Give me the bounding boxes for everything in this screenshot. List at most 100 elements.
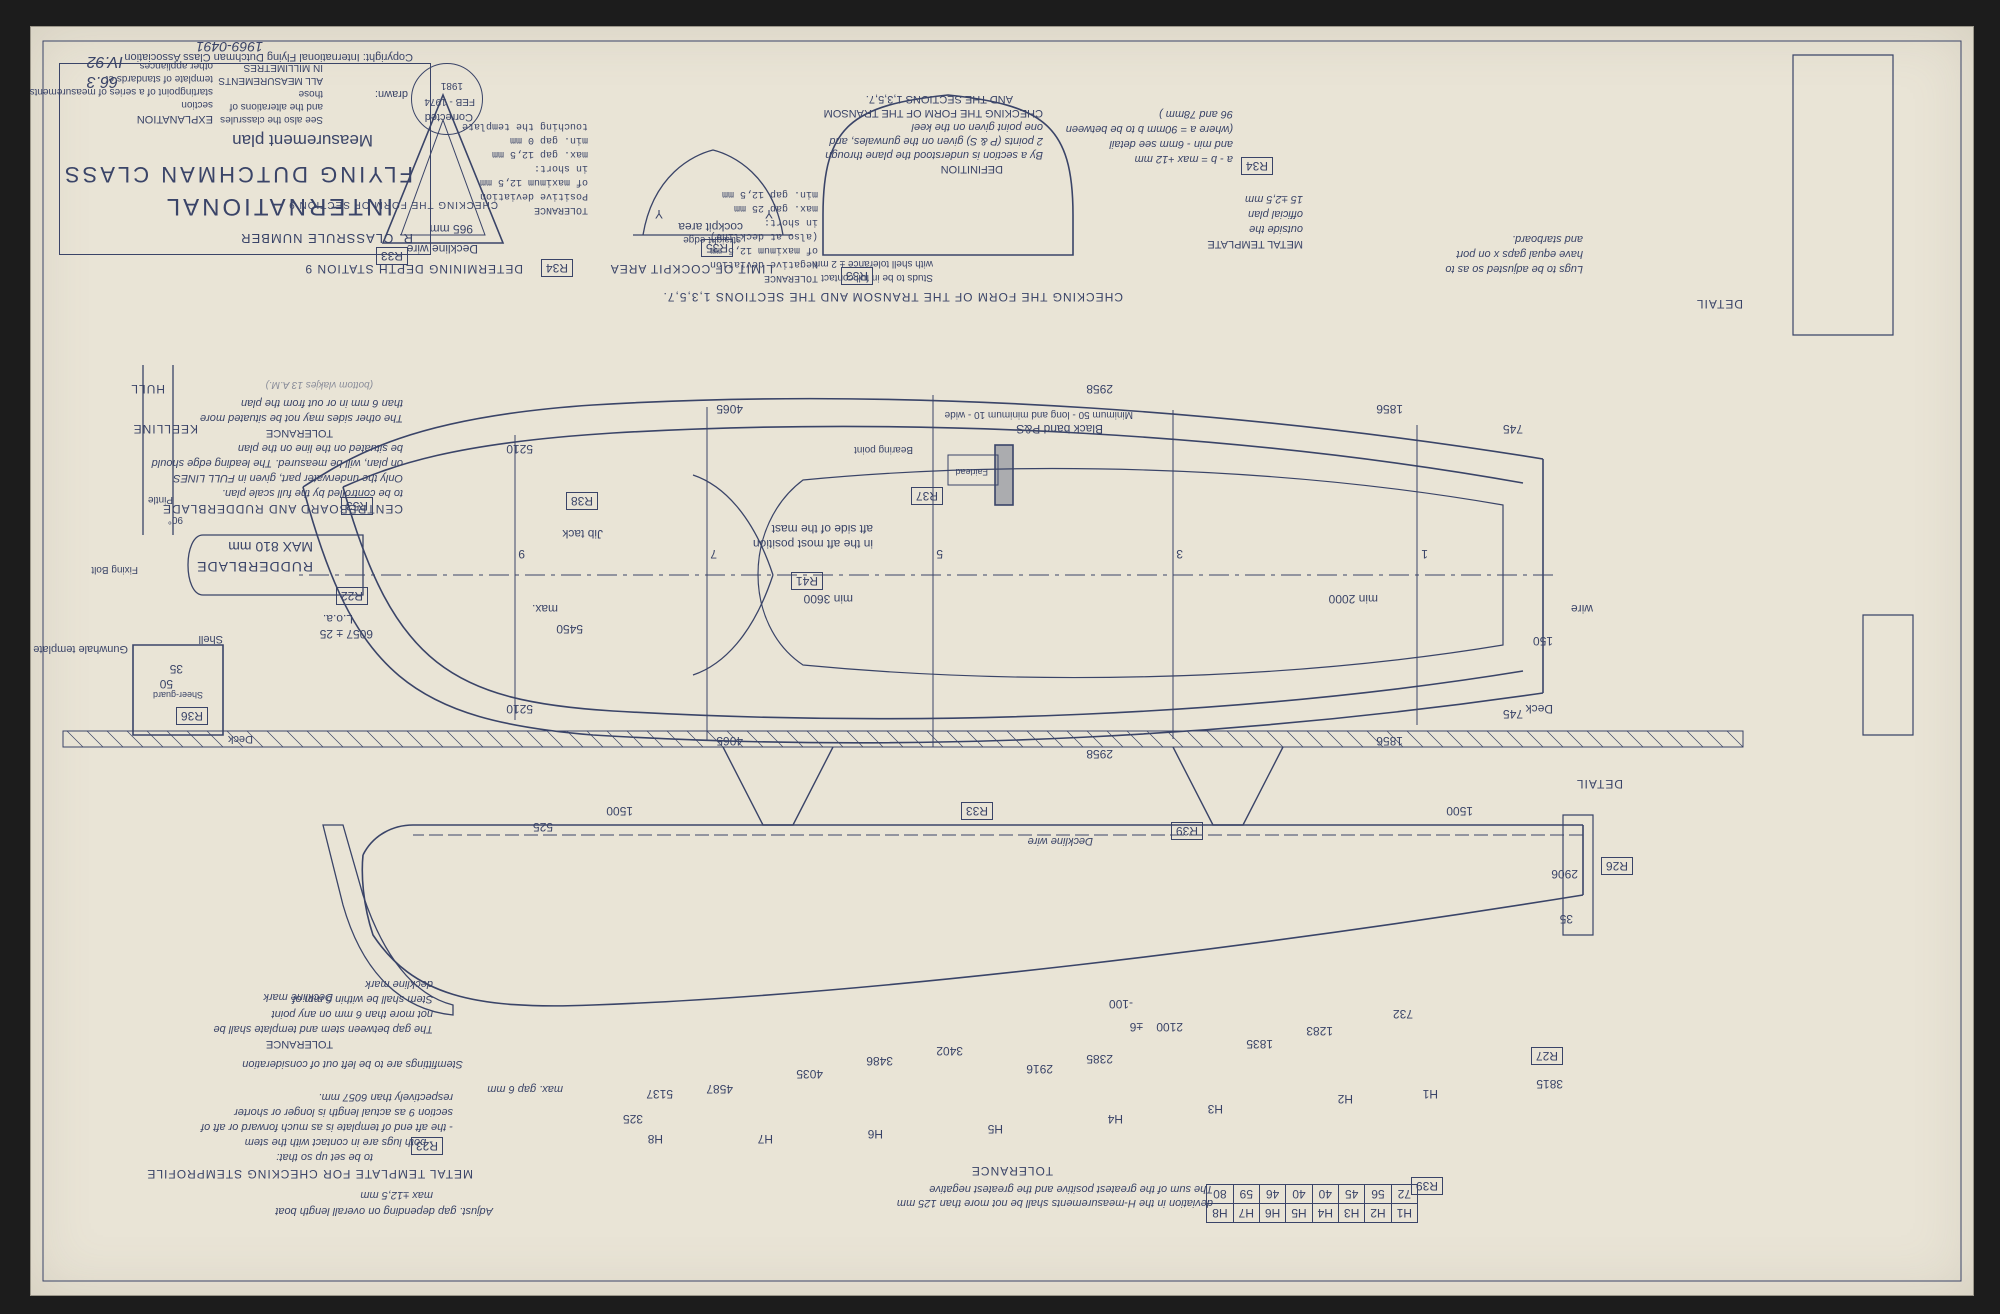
halfbreadth-745-upper: 745 bbox=[1502, 422, 1523, 436]
transom-def-5: AND THE SECTIONS 1,3,5,7. bbox=[865, 93, 1013, 105]
station-label-3: 3 bbox=[1176, 547, 1183, 561]
transom-studs-0: Studs to be in full contact bbox=[821, 272, 933, 283]
profile-m-1283: 1283 bbox=[1306, 1024, 1333, 1038]
centreboard-tol-0: The other sides may not be situated more bbox=[200, 412, 403, 424]
fairlead-label: Fairlead bbox=[955, 467, 988, 477]
deck-inner-lower bbox=[342, 486, 1524, 720]
halfbreadth-1856-lower: 1856 bbox=[1376, 734, 1403, 748]
explanation-item-3: template of standards et bbox=[105, 73, 213, 84]
ref-id-top: 1969-0491 bbox=[196, 39, 263, 55]
transom-def-1: By a section is understood the plane thr… bbox=[825, 149, 1043, 161]
profile-m-3815: 3815 bbox=[1536, 1077, 1563, 1091]
h-value: 59 bbox=[1233, 1184, 1260, 1204]
section9-tol-3: in short: bbox=[533, 162, 588, 173]
metal-template-1: outside the bbox=[1249, 223, 1303, 235]
metal-template-2: official plan bbox=[1247, 208, 1303, 220]
rudder-angle: 90° bbox=[167, 514, 183, 525]
transom-caption: CHECKING THE FORM OF THE TRANSOM AND THE… bbox=[662, 290, 1123, 304]
halfbreadth-5210-lower: 5210 bbox=[506, 702, 533, 716]
profile-m-3402: 3402 bbox=[936, 1044, 963, 1058]
jib-tack-label: Jib tack bbox=[562, 527, 603, 541]
h-header: H2 bbox=[1364, 1203, 1392, 1223]
centreboard-line-3: be situated on the line on the plan bbox=[237, 442, 403, 454]
centreboard-line-1: Only the underwater part, given in FULL … bbox=[173, 472, 403, 484]
profile-m-2916: 2916 bbox=[1026, 1062, 1053, 1076]
h-value: 56 bbox=[1364, 1184, 1392, 1204]
section9-tol-1: Positive deviation bbox=[479, 190, 588, 201]
explanation-note-1: See also the classrules bbox=[220, 114, 323, 125]
ref-id-a: IV.92 bbox=[86, 53, 123, 70]
bearing-point-label: Bearing point bbox=[854, 444, 913, 455]
centreboard-slot bbox=[692, 474, 774, 676]
centreboard-line-0: to be controlled by the full scale plan. bbox=[221, 487, 403, 499]
h-header: H8 bbox=[1206, 1203, 1234, 1223]
metal-template-0: METAL TEMPLATE bbox=[1207, 238, 1303, 250]
stamp-line2: FEB - 1974 bbox=[424, 96, 475, 107]
station-label-9: 9 bbox=[518, 547, 525, 561]
tolerance-text-0: The sum of the greatest positive and the… bbox=[929, 1183, 1213, 1195]
rudderblade-outline bbox=[187, 534, 364, 596]
h-headers-row: H1 H2 H3 H4 H5 H6 H7 H8 bbox=[1206, 1203, 1418, 1223]
plan-name: Measurement plan bbox=[232, 131, 373, 150]
explanation-note-2: and the alterations of bbox=[229, 101, 323, 112]
halfbreadth-5210-upper: 5210 bbox=[506, 442, 533, 456]
halfbreadth-745-lower: 745 bbox=[1502, 707, 1523, 721]
profile-6: ±6 bbox=[1129, 1020, 1143, 1034]
h-value: 46 bbox=[1259, 1184, 1286, 1204]
stem-max125: max ±12,5 mm bbox=[360, 1189, 433, 1201]
h-value: 80 bbox=[1206, 1184, 1234, 1204]
profile-h8: H8 bbox=[647, 1132, 663, 1146]
profile-deckline-wire: Deckline wire bbox=[1027, 835, 1093, 847]
profile-35: 35 bbox=[1559, 912, 1573, 926]
profile-m-4587: 4587 bbox=[706, 1082, 733, 1096]
rudder-label: RUDDERBLADE bbox=[196, 559, 313, 575]
detail-label-top: DETAIL bbox=[1695, 297, 1743, 311]
gunwhale-dim-50: 50 bbox=[159, 677, 173, 691]
jib-tack-ref: R38 bbox=[565, 492, 598, 510]
gunwhale-label: Gunwhale template bbox=[33, 643, 128, 655]
profile-m-732: 732 bbox=[1392, 1007, 1413, 1021]
transom-tol-2: of maximum 12,5 mm bbox=[709, 244, 818, 255]
title-line2: FLYING DUTCHMAN CLASS bbox=[61, 162, 413, 187]
gunwhale-shell: Shell bbox=[198, 633, 223, 645]
explanation-note-3: those bbox=[298, 88, 323, 99]
halfbreadth-4065-lower: 4065 bbox=[716, 734, 743, 748]
profile-2906: 2906 bbox=[1551, 867, 1578, 881]
black-band bbox=[994, 444, 1014, 506]
gunwhale-template bbox=[132, 644, 224, 736]
halfbreadth-2958-upper: 2958 bbox=[1086, 382, 1113, 396]
profile-h5: H5 bbox=[987, 1122, 1003, 1136]
gunwhale-inner: Sheer-guard bbox=[152, 690, 203, 700]
profile-detail: DETAIL bbox=[1575, 777, 1623, 791]
transom-tol-6: min. gap 12,5 mm bbox=[721, 188, 818, 199]
transom-tol-1: Negative deviation bbox=[709, 258, 818, 269]
section-9-inner bbox=[400, 118, 486, 236]
profile-m-4035: 4035 bbox=[796, 1067, 823, 1081]
rudder-pintle: Pintle bbox=[147, 494, 173, 505]
h-value: 40 bbox=[1285, 1184, 1313, 1204]
metal-template-ref: R34 bbox=[1240, 157, 1273, 175]
transom-def-2: 2 points (P & S) given on the gunwales, … bbox=[829, 135, 1043, 147]
stem-tol-0: The gap between stem and template shall … bbox=[213, 1023, 433, 1035]
hull-keel-detail bbox=[142, 365, 174, 535]
section9-heading: CHECKING THE FORM OF SECTION 9 bbox=[288, 199, 498, 210]
profile-sheer bbox=[362, 824, 1583, 856]
explanation-heading: EXPLANATION bbox=[136, 113, 213, 125]
section9-tol-0: TOLERANCE bbox=[533, 204, 588, 215]
loa-label: L.o.a. bbox=[322, 612, 353, 626]
gunwhale-ref: R36 bbox=[175, 707, 208, 725]
h-header: H6 bbox=[1259, 1203, 1286, 1223]
hatch-lines bbox=[66, 730, 1744, 748]
stamp-line3: 1981 bbox=[440, 80, 463, 91]
profile-m-1835: 1835 bbox=[1246, 1037, 1273, 1051]
halfbreadth-2958-lower: 2958 bbox=[1086, 747, 1113, 761]
transom-tol-4: in short: bbox=[763, 216, 818, 227]
section9-ref2: R33 bbox=[375, 247, 408, 265]
h-header: H3 bbox=[1338, 1203, 1365, 1223]
rudder-keelline: KEELLINE bbox=[132, 422, 198, 436]
fairlead-box bbox=[947, 454, 999, 486]
detail-hatched-block bbox=[1792, 54, 1894, 336]
cockpit-label-y2: Y bbox=[654, 207, 663, 221]
centreboard-handwritten: (bottom vlakjes 13 A.M.) bbox=[265, 379, 373, 390]
rudder-hull: HULL bbox=[130, 382, 165, 396]
